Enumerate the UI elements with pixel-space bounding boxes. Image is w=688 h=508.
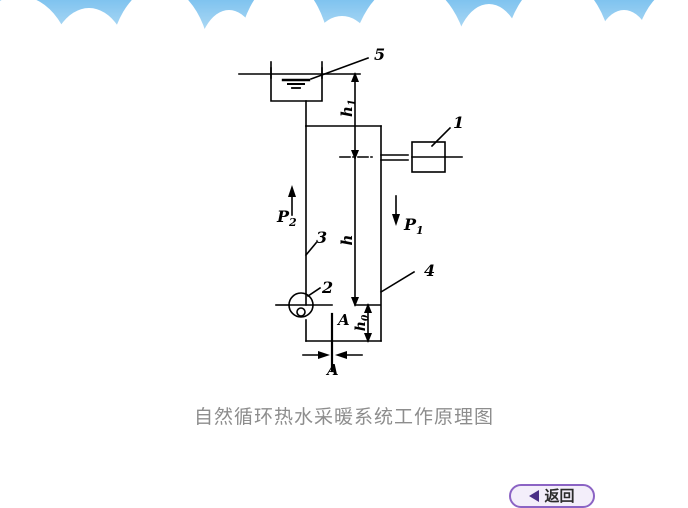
dimension-h1 (339, 72, 373, 160)
expansion-tank (238, 61, 361, 102)
callout-label-4: 4 (424, 261, 435, 280)
callout-label-2: 2 (321, 278, 333, 297)
pressure-label-p1: P1 (403, 215, 424, 237)
callout-1-leader (430, 126, 452, 148)
section-label-a-lower: A (325, 361, 339, 379)
cloud-base (0, 46, 688, 62)
dimension-h0 (355, 303, 381, 343)
callout-label-5: 5 (374, 45, 385, 64)
system-schematic: 5 1 3 2 4 h1 h h0 P2 P1 A A (238, 45, 464, 379)
return-button[interactable]: 返回 (509, 484, 595, 508)
callout-label-3: 3 (316, 228, 327, 247)
pressure-label-p2: P2 (276, 207, 297, 229)
flow-arrow-p2 (288, 185, 296, 216)
dimension-h (351, 157, 359, 307)
radiator (411, 141, 463, 173)
section-label-a-upper: A (336, 311, 350, 329)
dimension-label-h0: h0 (353, 314, 371, 331)
return-button-label: 返回 (544, 486, 575, 505)
water-level-symbol (281, 78, 311, 89)
diagram-caption: 自然循环热水采暖系统工作原理图 (193, 406, 494, 428)
callout-4-leader (379, 270, 416, 294)
dimension-label-h1: h1 (338, 99, 358, 117)
callout-3-leader (304, 241, 318, 257)
callout-label-1: 1 (453, 113, 464, 132)
section-line-a-a (302, 312, 363, 373)
callout-5-leader (309, 56, 370, 81)
diagram-container: 5 1 3 2 4 h1 h h0 P2 P1 A A (238, 45, 464, 379)
triangle-left-icon (529, 490, 540, 502)
flow-arrow-p1 (392, 195, 400, 226)
callout-2-leader (306, 286, 322, 298)
dimension-label-h: h (338, 235, 356, 246)
sky-background (0, 0, 688, 62)
boiler (275, 292, 333, 318)
